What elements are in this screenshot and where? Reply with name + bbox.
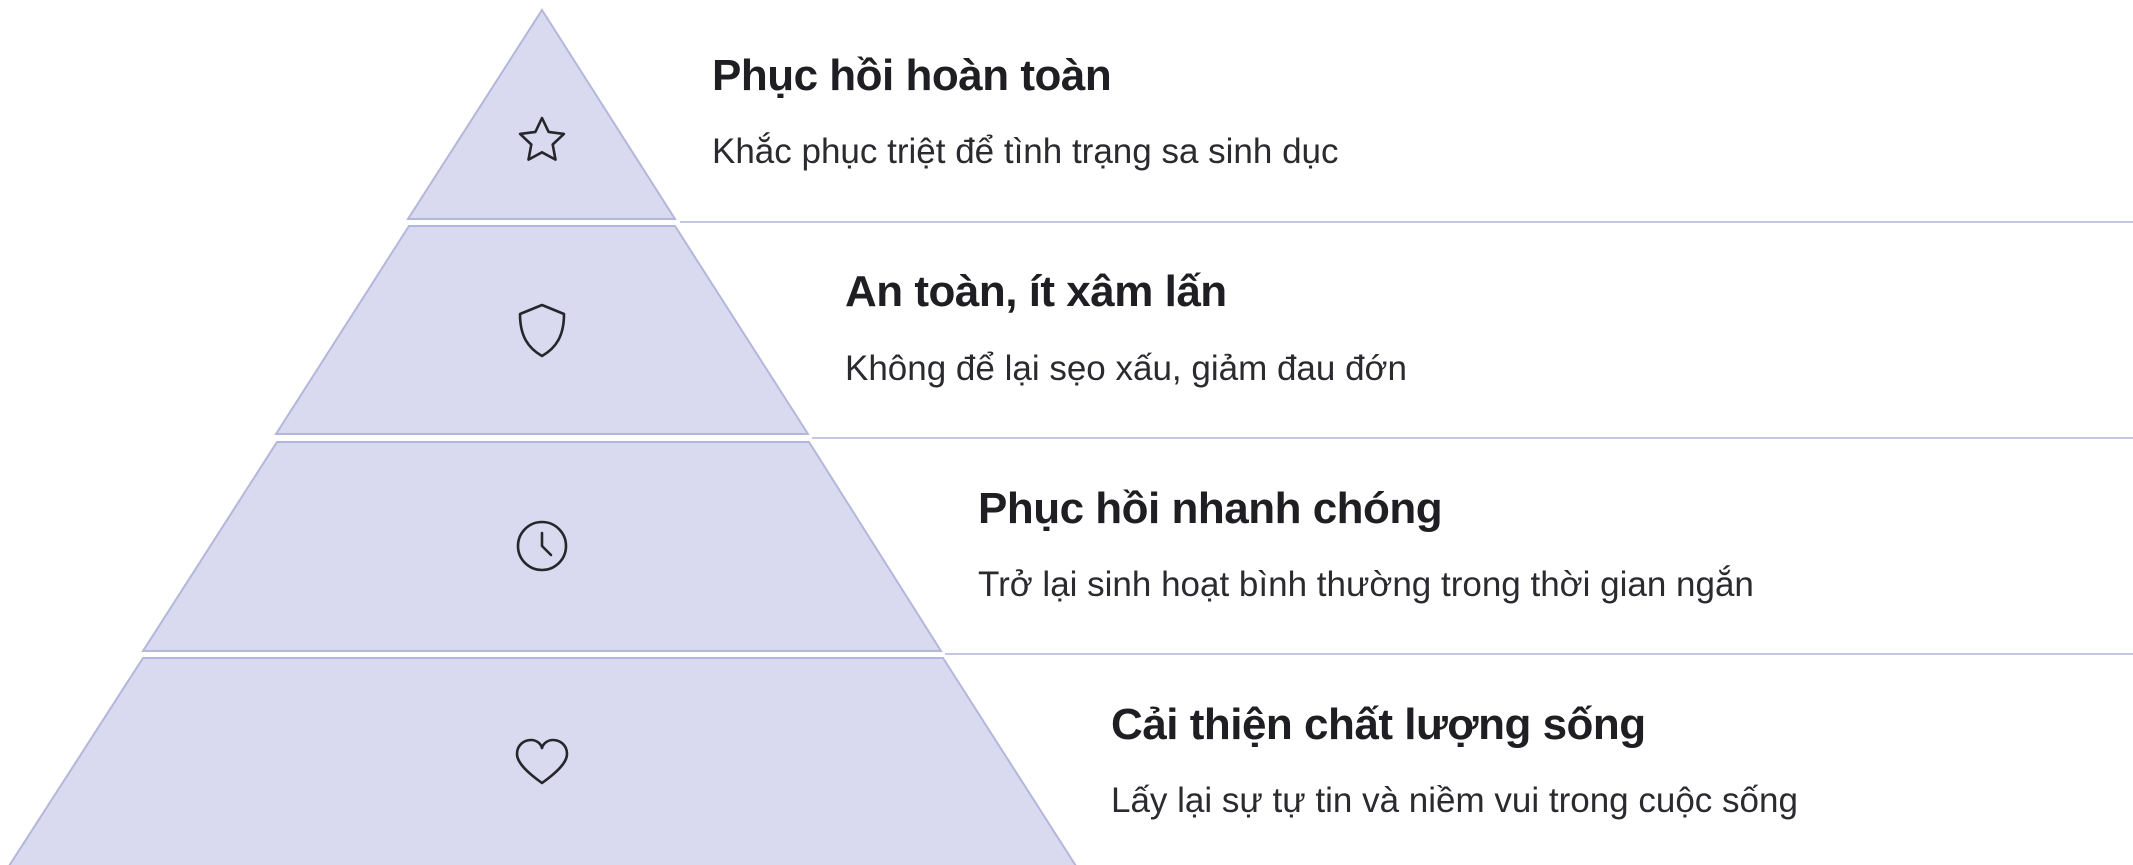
- tier-1-title: Phục hồi hoàn toàn: [712, 51, 1111, 100]
- tier-1-shape: [406, 8, 677, 220]
- pyramid-tier-1: Phục hồi hoàn toàn Khắc phục triệt để tì…: [406, 8, 1339, 220]
- tier-2-description: Không để lại sẹo xấu, giảm đau đớn: [845, 349, 1407, 388]
- pyramid-tier-3: Phục hồi nhanh chóng Trở lại sinh hoạt b…: [141, 441, 1754, 652]
- tier-4-shape: [8, 657, 1077, 865]
- tier-2-title: An toàn, ít xâm lấn: [845, 267, 1227, 316]
- clock-icon: [516, 520, 568, 572]
- tier-1-description: Khắc phục triệt để tình trạng sa sinh dụ…: [712, 132, 1339, 171]
- heart-icon: [515, 738, 569, 785]
- tier-2-shape: [274, 225, 810, 435]
- pyramid-tier-2: An toàn, ít xâm lấn Không để lại sẹo xấu…: [274, 225, 1407, 435]
- pyramid-tier-4: Cải thiện chất lượng sống Lấy lại sự tự …: [8, 657, 1798, 865]
- tier-3-description: Trở lại sinh hoạt bình thường trong thời…: [978, 565, 1754, 604]
- shield-icon: [518, 303, 566, 358]
- star-icon: [518, 116, 566, 161]
- tier-3-title: Phục hồi nhanh chóng: [978, 484, 1442, 533]
- tier-4-title: Cải thiện chất lượng sống: [1111, 700, 1646, 749]
- tier-4-description: Lấy lại sự tự tin và niềm vui trong cuộc…: [1111, 781, 1798, 820]
